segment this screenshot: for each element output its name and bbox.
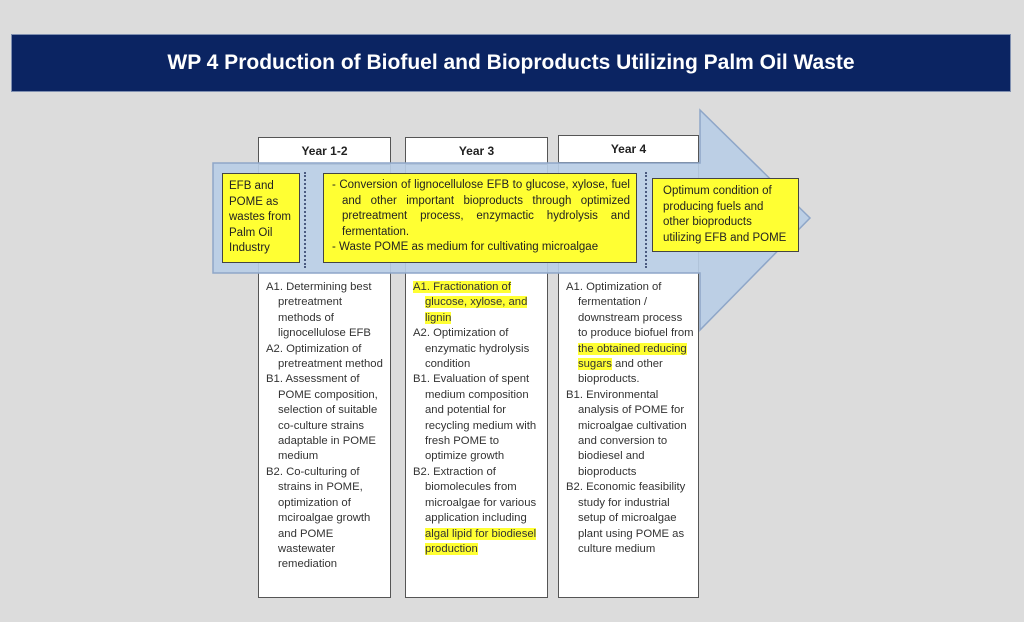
highlighted-text: A1. Fractionation of glucose, xylose, an… (413, 281, 528, 324)
activity-text: and other bioproducts. (578, 358, 663, 386)
activity-item: A1. Fractionation of glucose, xylose, an… (413, 280, 541, 326)
activity-item: B2. Economic feasibility study for indus… (566, 480, 694, 557)
header-year-4: Year 4 (558, 135, 699, 163)
highlighted-text: algal lipid for biodiesel production (425, 527, 537, 555)
end-box: Optimum condition of producing fuels and… (652, 178, 799, 252)
activity-text: B2. Economic feasibility study for indus… (566, 481, 686, 555)
activity-item: B1. Assessment of POME composition, sele… (266, 372, 388, 464)
activity-text: A2. Optimization of enzymatic hydrolysis… (413, 327, 530, 371)
activity-text: B1. Evaluation of spent medium compositi… (413, 373, 537, 463)
list-year-1-2: A1. Determining best pretreatment method… (266, 280, 388, 573)
list-year-3: A1. Fractionation of glucose, xylose, an… (413, 280, 541, 557)
activity-text: B1. Environmental analysis of POME for m… (566, 388, 687, 478)
divider-2 (645, 172, 647, 268)
activity-text: B2. Co-culturing of strains in POME, opt… (266, 465, 371, 571)
activity-item: A2. Optimization of enzymatic hydrolysis… (413, 326, 541, 372)
list-year-4: A1. Optimization of fermentation / downs… (566, 280, 694, 557)
activity-text: A2. Optimization of pretreatment method (266, 342, 383, 371)
activity-item: A1. Determining best pretreatment method… (266, 280, 388, 342)
title-banner: WP 4 Production of Biofuel and Bioproduc… (11, 34, 1011, 92)
activity-item: A2. Optimization of pretreatment method (266, 342, 388, 373)
activity-text: B1. Assessment of POME composition, sele… (266, 373, 378, 463)
middle-point-1: Conversion of lignocellulose EFB to gluc… (339, 179, 630, 238)
activity-text: A1. Determining best pretreatment method… (266, 281, 372, 340)
activity-text: B2. Extraction of biomolecules from micr… (413, 465, 537, 525)
activity-item: A1. Optimization of fermentation / downs… (566, 280, 694, 388)
page-title: WP 4 Production of Biofuel and Bioproduc… (167, 51, 855, 74)
start-box: EFB and POME as wastes from Palm Oil Ind… (222, 173, 300, 263)
divider-1 (304, 172, 306, 268)
activity-item: B2. Co-culturing of strains in POME, opt… (266, 465, 388, 573)
middle-box: - Conversion of lignocellulose EFB to gl… (323, 173, 637, 263)
activity-text: A1. Optimization of fermentation / downs… (566, 281, 694, 340)
middle-point-2: Waste POME as medium for cultivating mic… (339, 241, 599, 253)
activity-item: B1. Evaluation of spent medium compositi… (413, 372, 541, 464)
activity-item: B2. Extraction of biomolecules from micr… (413, 465, 541, 557)
activity-item: B1. Environmental analysis of POME for m… (566, 388, 694, 480)
